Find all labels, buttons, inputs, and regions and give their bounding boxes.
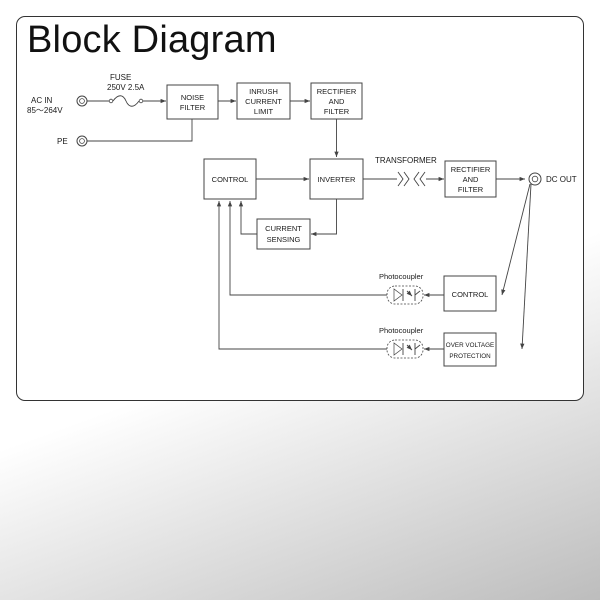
rectifier-1-label-1: RECTIFIER (317, 87, 357, 96)
slide-card: Block Diagram AC IN 85～264V PE FUSE 250V… (16, 16, 584, 401)
rectifier-1-label-2: AND (329, 97, 345, 106)
fuse-label: FUSE (110, 73, 131, 82)
feedback-control-label: CONTROL (452, 290, 489, 299)
rectifier-2-label-3: FILTER (458, 185, 484, 194)
inverter-label: INVERTER (318, 175, 356, 184)
rectifier-2-label-2: AND (463, 175, 479, 184)
ac-in-voltage-label: 85～264V (27, 106, 63, 115)
over-voltage-protection-block: OVER VOLTAGE PROTECTION (443, 332, 497, 367)
photocoupler-1-icon (386, 285, 424, 305)
noise-filter-block: NOISE FILTER (166, 84, 219, 120)
current-sensing-label-2: SENSING (267, 235, 301, 244)
current-sensing-block: CURRENT SENSING (256, 218, 311, 250)
ovp-label-1: OVER VOLTAGE (446, 342, 494, 349)
slide-title: Block Diagram (27, 19, 277, 61)
transformer-label: TRANSFORMER (375, 156, 437, 165)
dc-out-terminal-icon (528, 172, 542, 186)
inrush-current-limit-block: INRUSH CURRENT LIMIT (236, 82, 291, 120)
control-block: CONTROL (203, 158, 257, 200)
block-diagram: AC IN 85～264V PE FUSE 250V 2.5A NOISE FI… (27, 73, 577, 367)
rectifier-2-label-1: RECTIFIER (451, 165, 491, 174)
control-label: CONTROL (212, 175, 249, 184)
photocoupler-2-icon (386, 339, 424, 359)
fuse-rating-label: 250V 2.5A (107, 83, 145, 92)
inrush-label-3: LIMIT (254, 107, 274, 116)
fuse-icon (108, 95, 144, 107)
current-sensing-label-1: CURRENT (265, 224, 302, 233)
input-rectifier-block: RECTIFIER AND FILTER (310, 82, 363, 120)
noise-filter-label-2: FILTER (180, 103, 206, 112)
noise-filter-label-1: NOISE (181, 93, 204, 102)
ovp-label-2: PROTECTION (449, 353, 491, 360)
transformer-icon (397, 171, 426, 187)
inverter-block: INVERTER (309, 158, 364, 200)
rectifier-1-label-3: FILTER (324, 107, 350, 116)
inrush-label-1: INRUSH (249, 87, 278, 96)
pe-terminal-icon (76, 135, 88, 147)
photocoupler-1-label: Photocoupler (379, 272, 424, 281)
photocoupler-2-label: Photocoupler (379, 326, 424, 335)
ac-in-terminal-icon (76, 95, 88, 107)
feedback-control-block: CONTROL (443, 275, 497, 312)
output-rectifier-block: RECTIFIER AND FILTER (444, 160, 497, 198)
dc-out-label: DC OUT (546, 175, 577, 184)
ac-in-label: AC IN (31, 96, 53, 105)
inrush-label-2: CURRENT (245, 97, 282, 106)
pe-label: PE (57, 137, 68, 146)
